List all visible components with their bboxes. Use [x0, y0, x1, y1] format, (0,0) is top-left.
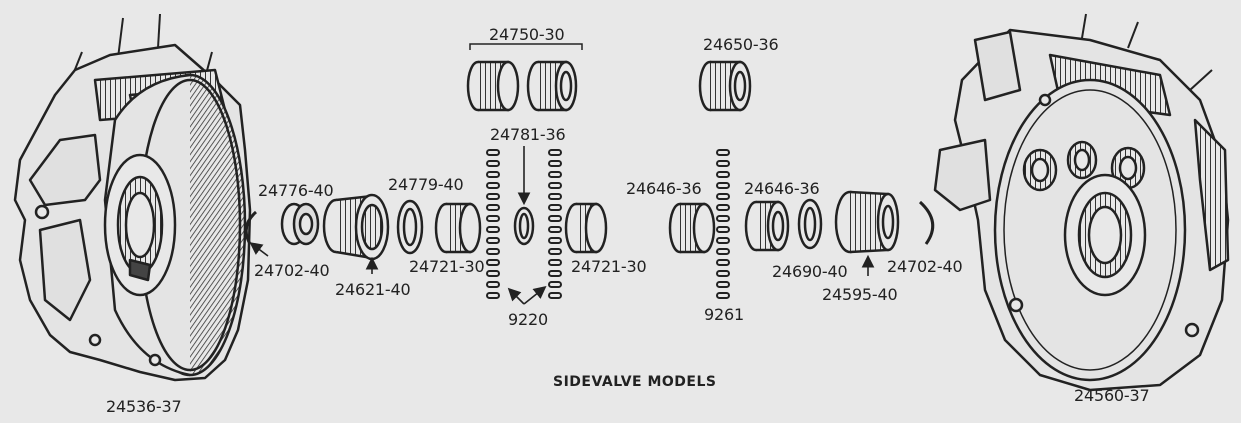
right-crankcase-drawing: [933, 13, 1230, 392]
top-right-bearing: [698, 60, 752, 112]
label-rollers-right: 9261: [704, 305, 744, 324]
label-cage-right-2: 24646-36: [744, 179, 820, 198]
label-washer-center: 24781-36: [490, 125, 566, 144]
diagram-title: SIDEVALVE MODELS: [553, 374, 717, 390]
top-bearing-pair: [466, 43, 583, 112]
label-crankcase-right: 24560-37: [1074, 386, 1150, 405]
label-race-left: 24776-40: [258, 181, 334, 200]
label-cage-right-1: 24646-36: [626, 179, 702, 198]
label-ring-left: 24702-40: [254, 261, 330, 280]
left-small-parts: [244, 193, 608, 261]
label-rollers-left: 9220: [508, 310, 548, 329]
label-bearing-set-top-left: 24750-30: [489, 25, 565, 44]
label-sleeve-left: 24621-40: [335, 280, 411, 299]
label-crankcase-left: 24536-37: [106, 397, 182, 416]
label-washer-right: 24690-40: [772, 262, 848, 281]
label-cage-left-2: 24721-30: [571, 257, 647, 276]
label-bearing-top-right: 24650-36: [703, 35, 779, 54]
leader-arrows: [249, 146, 875, 305]
label-ring-right: 24702-40: [887, 257, 963, 276]
label-washer-left: 24779-40: [388, 175, 464, 194]
label-cage-left-1: 24721-30: [409, 257, 485, 276]
left-crankcase-drawing: [13, 13, 252, 382]
right-small-parts: [668, 190, 935, 254]
label-sleeve-right: 24595-40: [822, 285, 898, 304]
